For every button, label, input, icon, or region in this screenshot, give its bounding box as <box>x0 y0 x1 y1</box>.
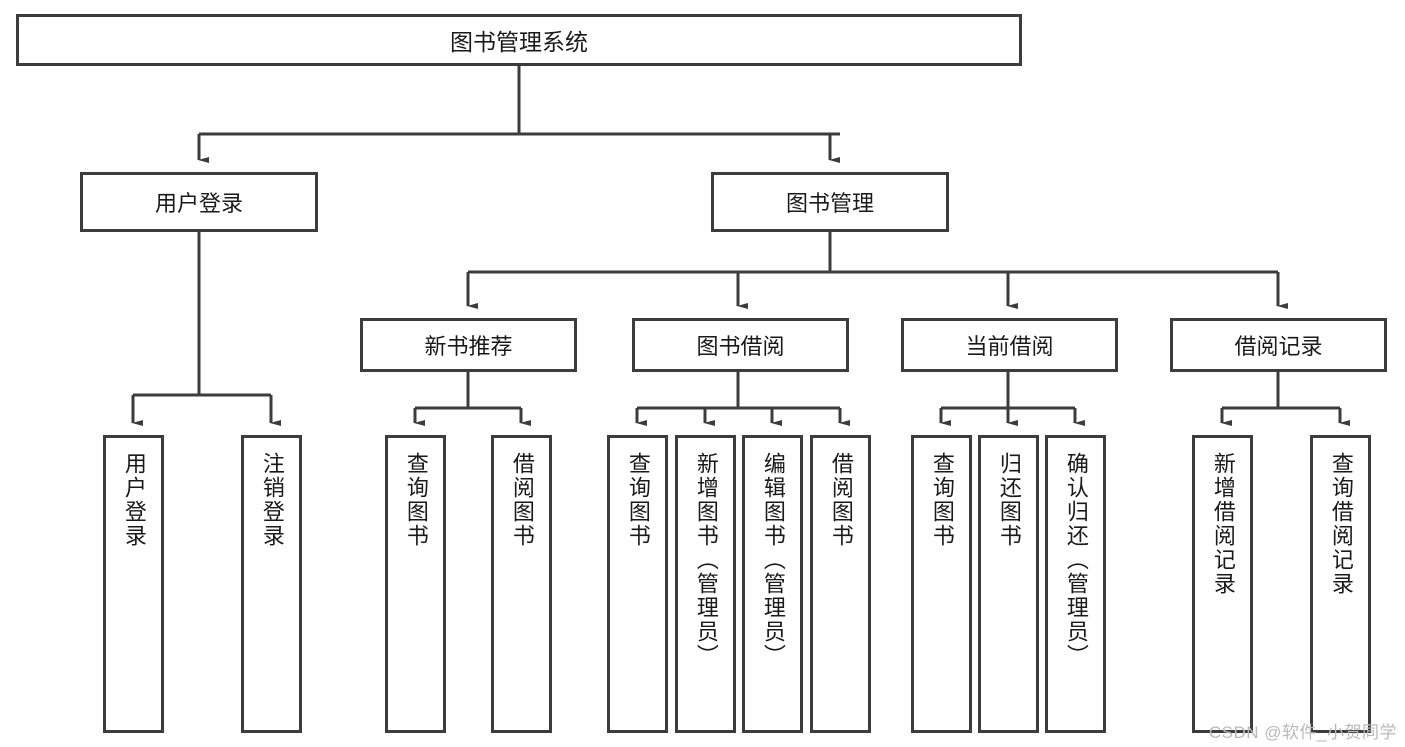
leaf-user-login-1-label: 注销登录 <box>259 452 285 548</box>
node-user-login[interactable]: 用户登录 <box>80 172 318 232</box>
node-new-book-recommend[interactable]: 新书推荐 <box>360 318 577 372</box>
leaf-borrow-record-0-label: 新增借阅记录 <box>1210 452 1236 596</box>
leaf-new-book-1[interactable]: 借阅图书 <box>491 435 552 733</box>
node-root-label: 图书管理系统 <box>450 29 588 55</box>
node-new-book-recommend-label: 新书推荐 <box>424 334 513 359</box>
leaf-borrow-record-0[interactable]: 新增借阅记录 <box>1192 435 1253 733</box>
node-borrow-record[interactable]: 借阅记录 <box>1170 318 1387 372</box>
node-user-login-label: 用户登录 <box>154 191 243 216</box>
leaf-user-login-0-label: 用户登录 <box>121 452 147 548</box>
leaf-book-borrow-1-label: 新增图书（管理员） <box>693 452 719 668</box>
leaf-book-borrow-1[interactable]: 新增图书（管理员） <box>675 435 736 733</box>
leaf-user-login-1[interactable]: 注销登录 <box>241 435 302 733</box>
node-book-management[interactable]: 图书管理 <box>711 172 949 232</box>
leaf-book-borrow-2-label: 编辑图书（管理员） <box>760 452 786 668</box>
leaf-new-book-0[interactable]: 查询图书 <box>385 435 446 733</box>
leaf-current-borrow-1-label: 归还图书 <box>996 452 1022 548</box>
node-borrow-record-label: 借阅记录 <box>1234 334 1323 359</box>
leaf-borrow-record-1-label: 查询借阅记录 <box>1328 452 1354 596</box>
leaf-current-borrow-1[interactable]: 归还图书 <box>978 435 1039 733</box>
leaf-borrow-record-1[interactable]: 查询借阅记录 <box>1310 435 1371 733</box>
leaf-current-borrow-2-label: 确认归还（管理员） <box>1063 452 1089 668</box>
leaf-book-borrow-3[interactable]: 借阅图书 <box>810 435 871 733</box>
leaf-current-borrow-2[interactable]: 确认归还（管理员） <box>1045 435 1106 733</box>
node-book-management-label: 图书管理 <box>785 191 874 216</box>
node-current-borrow[interactable]: 当前借阅 <box>901 318 1118 372</box>
leaf-book-borrow-3-label: 借阅图书 <box>828 452 854 548</box>
node-root[interactable]: 图书管理系统 <box>16 14 1022 66</box>
leaf-book-borrow-2[interactable]: 编辑图书（管理员） <box>742 435 803 733</box>
node-book-borrow-label: 图书借阅 <box>696 334 785 359</box>
leaf-book-borrow-0-label: 查询图书 <box>625 452 651 548</box>
node-current-borrow-label: 当前借阅 <box>965 334 1054 359</box>
leaf-current-borrow-0[interactable]: 查询图书 <box>911 435 972 733</box>
leaf-book-borrow-0[interactable]: 查询图书 <box>607 435 668 733</box>
node-book-borrow[interactable]: 图书借阅 <box>632 318 849 372</box>
leaf-user-login-0[interactable]: 用户登录 <box>103 435 164 733</box>
leaf-current-borrow-0-label: 查询图书 <box>929 452 955 548</box>
leaf-new-book-0-label: 查询图书 <box>403 452 429 548</box>
leaf-new-book-1-label: 借阅图书 <box>509 452 535 548</box>
